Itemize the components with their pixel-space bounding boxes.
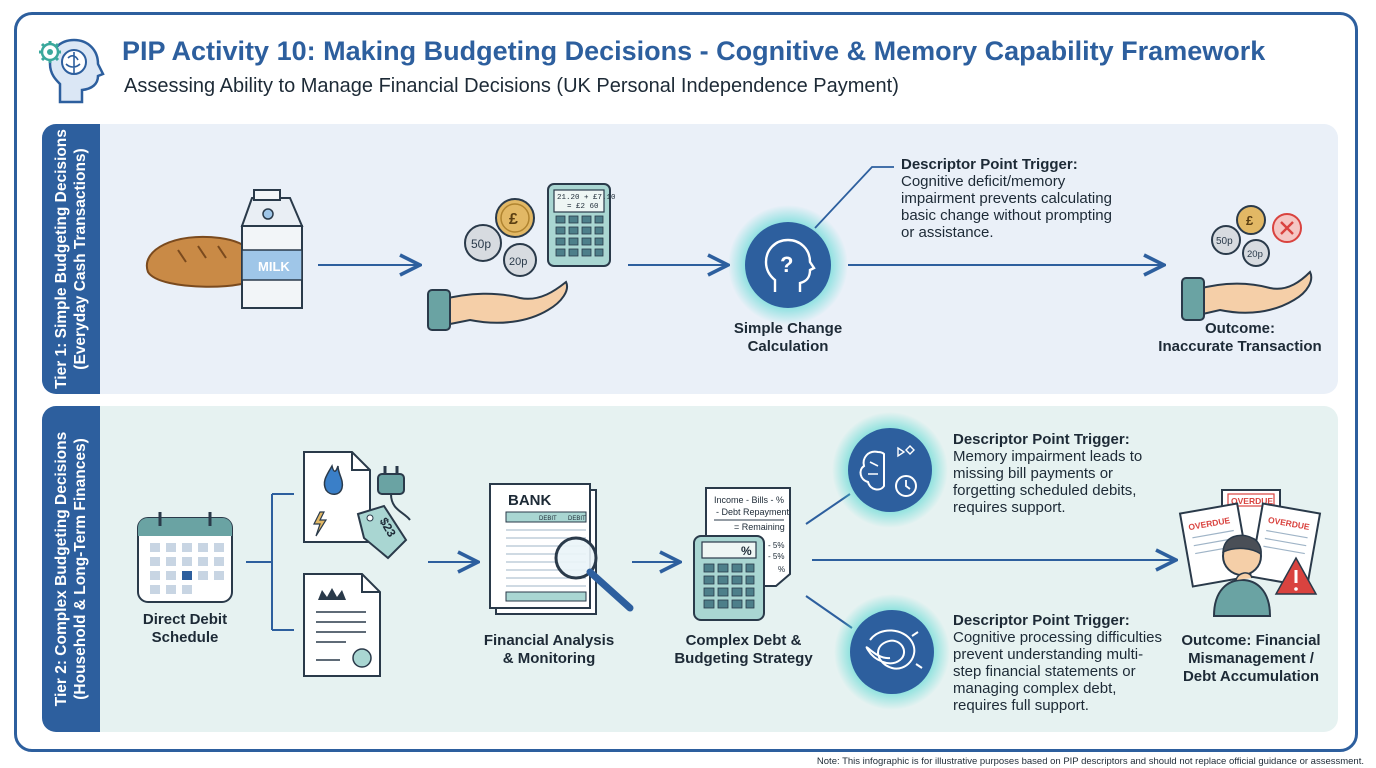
milk-carton-icon [240,189,304,309]
utility-bill-icon [303,451,371,543]
official-letter-icon [303,573,381,677]
bank-statement-icon [489,483,597,615]
page-title: PIP Activity 10: Making Budgeting Decisi… [122,36,1266,66]
tier1-trigger-line: impairment prevents calculating [901,190,1112,207]
tier1-tab [42,124,100,394]
debt-strategy-line2: Budgeting Strategy [674,650,813,667]
tier2-processing-trigger-line: Cognitive processing difficulties [953,629,1162,646]
worried-person-icon [1212,534,1272,617]
price-tag-icon [356,504,408,560]
coin-50p-text: 50p [471,237,491,251]
calendar-icon [137,512,233,603]
plug-icon [377,466,411,521]
outcome-coin-20p-icon [1242,239,1270,267]
financial-analysis-line1: Financial Analysis [483,632,615,649]
simple-change-line2: Calculation [747,338,829,355]
budget-side-2: - 5% [768,552,784,561]
tier1-trigger-line: basic change without prompting [901,207,1112,224]
budget-sheet-line3: = Remaining [734,522,785,532]
trigger-pointer [814,166,894,229]
tier2-processing-trigger-line: managing complex debt, [953,680,1117,697]
tier1-trigger: Descriptor Point Trigger: Cognitive defi… [901,156,1181,241]
outcome-coin-50p-icon [1211,225,1241,255]
tier2-processing-trigger-line: requires full support. [953,697,1089,714]
brain-gear-head-icon [39,38,105,104]
simple-change-line1: Simple Change [733,320,843,337]
page-subtitle: Assessing Ability to Manage Financial De… [124,75,899,97]
bank-col-2: DEBIT [568,516,586,522]
tier1-trigger-line: Cognitive deficit/memory [901,173,1066,190]
tier2-memory-trigger-line: missing bill payments or [953,465,1114,482]
overdue-bill-right-icon [1248,502,1322,588]
tier2-processing-trigger-title: Descriptor Point Trigger: [953,612,1130,629]
tier2-tab [42,406,100,732]
budget-sheet-line1: Income - Bills - % [714,495,784,505]
hand-icon [427,280,568,331]
outcome-hand-icon [1181,270,1313,321]
svg-text:?: ? [780,252,793,277]
tier2-memory-trigger-line: Memory impairment leads to [953,448,1143,465]
direct-debit-label: Direct Debit Schedule [110,611,260,647]
milk-label: MILK [258,259,290,274]
error-x-icon [1272,213,1302,243]
outcome-coin-50p-text: 50p [1216,236,1233,247]
tier2-processing-trigger-line: step financial statements or [953,663,1136,680]
tier2-outcome-label: Outcome: Financial Mismanagement / Debt … [1164,632,1338,686]
magnifier-icon [554,536,634,612]
tier2-processing-trigger-line: prevent understanding multi- [953,646,1144,663]
financial-analysis-label: Financial Analysis & Monitoring [464,632,634,668]
question-head-icon: ? [745,222,831,308]
calculator-icon [547,183,611,267]
warning-icon [1274,556,1318,595]
debt-strategy-line1: Complex Debt & [685,632,802,649]
outcome-coin-pound-icon [1236,205,1266,235]
simple-change-label: Simple Change Calculation [708,320,868,356]
bank-title: BANK [508,492,551,509]
debt-calculator-display: % [741,544,752,558]
tier2-panel [42,406,1338,732]
direct-debit-line2: Schedule [151,629,219,646]
financial-analysis-line2: & Monitoring [502,650,596,667]
tier2-memory-trigger: Descriptor Point Trigger: Memory impairm… [953,431,1183,516]
tier1-trigger-title: Descriptor Point Trigger: [901,156,1078,173]
calculator-line2: = £2 60 [567,203,599,211]
outcome-coin-pound-text: £ [1246,213,1254,228]
coin-50p-icon [464,224,502,262]
tier1-trigger-line: or assistance. [901,224,994,241]
budget-side-3: % [778,565,785,574]
budget-sheet-line2: - Debt Repayment [716,507,790,517]
calculator-line1: 21.20 + £7.10 [557,194,616,202]
tier2-processing-trigger: Descriptor Point Trigger: Cognitive proc… [953,612,1183,714]
bank-col-1: DEBIT [539,516,557,522]
overdue-label-back: OVERDUE [1231,496,1273,506]
debt-strategy-label: Complex Debt & Budgeting Strategy [656,632,831,668]
outcome-coin-20p-text: 20p [1247,249,1263,260]
tier2-outcome-line1: Outcome: Financial [1181,632,1321,649]
coin-20p-text: 20p [509,256,527,268]
tier2-outcome-line3: Debt Accumulation [1182,668,1320,685]
coin-pound-icon [495,198,535,238]
tier1-outcome-line2: Inaccurate Transaction [1158,338,1322,355]
direct-debit-line1: Direct Debit [142,611,228,628]
brain-timer-icon [848,428,932,512]
tier1-outcome-label: Outcome: Inaccurate Transaction [1140,320,1340,356]
tier2-memory-trigger-line: requires support. [953,499,1066,516]
budget-side-1: - 5% [768,541,784,550]
tier2-memory-trigger-line: forgetting scheduled debits, [953,482,1137,499]
tier2-outcome-line2: Mismanagement / [1188,650,1314,667]
tangled-brain-icon [850,610,934,694]
tier1-outcome-line1: Outcome: [1204,320,1275,337]
debt-calculator-icon [693,535,765,621]
footer-note: Note: This infographic is for illustrati… [816,756,1364,767]
coin-pound-text: £ [509,211,518,228]
coin-20p-icon [503,243,537,277]
tier2-memory-trigger-title: Descriptor Point Trigger: [953,431,1130,448]
